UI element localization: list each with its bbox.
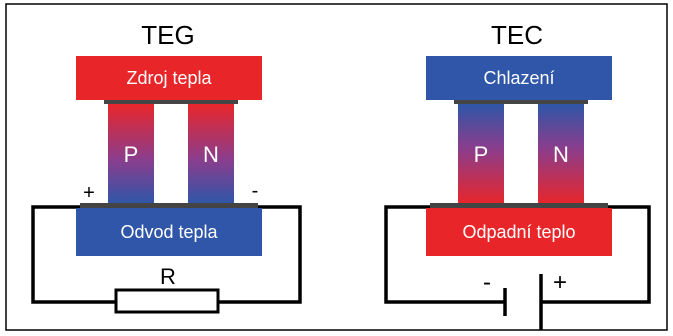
teg-heat-source-label: Zdroj tepla	[126, 68, 212, 88]
teg-n-leg	[188, 104, 234, 204]
teg-wire-left	[31, 205, 116, 304]
tec-waste-heat-block	[426, 208, 612, 256]
teg-p-label: P	[124, 142, 139, 167]
teg-heat-sink-block	[76, 208, 262, 256]
tec-cooling-label: Chlazení	[483, 68, 554, 88]
teg-module: TEG R P N Zdroj tepla Odvod tepla + -	[31, 20, 302, 314]
teg-p-leg	[108, 104, 154, 204]
tec-module: TEC - + P N Chlazení Odpadní teplo	[384, 20, 651, 330]
teg-bottom-plate	[80, 203, 258, 208]
teg-wire-right	[218, 205, 302, 304]
tec-waste-heat-label: Odpadní teplo	[462, 222, 575, 242]
tec-wire-left	[384, 205, 505, 304]
battery-minus-sign: -	[483, 269, 491, 296]
tec-n-label: N	[553, 142, 569, 167]
tec-title: TEC	[491, 20, 543, 50]
tec-bottom-plate	[430, 203, 608, 208]
teg-title: TEG	[141, 20, 194, 50]
tec-top-plate	[454, 99, 588, 104]
battery-plus-sign: +	[553, 269, 567, 296]
teg-n-label: N	[203, 142, 219, 167]
teg-heat-source-block	[76, 56, 262, 100]
resistor-label: R	[160, 264, 176, 289]
outer-frame	[5, 3, 668, 331]
teg-heat-sink-label: Odvod tepla	[120, 222, 218, 242]
tec-cooling-block	[426, 56, 612, 100]
tec-wire-right	[541, 205, 651, 304]
teg-minus-sign: -	[252, 180, 259, 202]
tec-p-leg	[458, 104, 504, 204]
tec-p-label: P	[474, 142, 489, 167]
teg-top-plate	[104, 99, 238, 104]
tec-n-leg	[538, 104, 584, 204]
teg-plus-sign: +	[83, 182, 95, 204]
resistor-symbol	[114, 288, 220, 314]
